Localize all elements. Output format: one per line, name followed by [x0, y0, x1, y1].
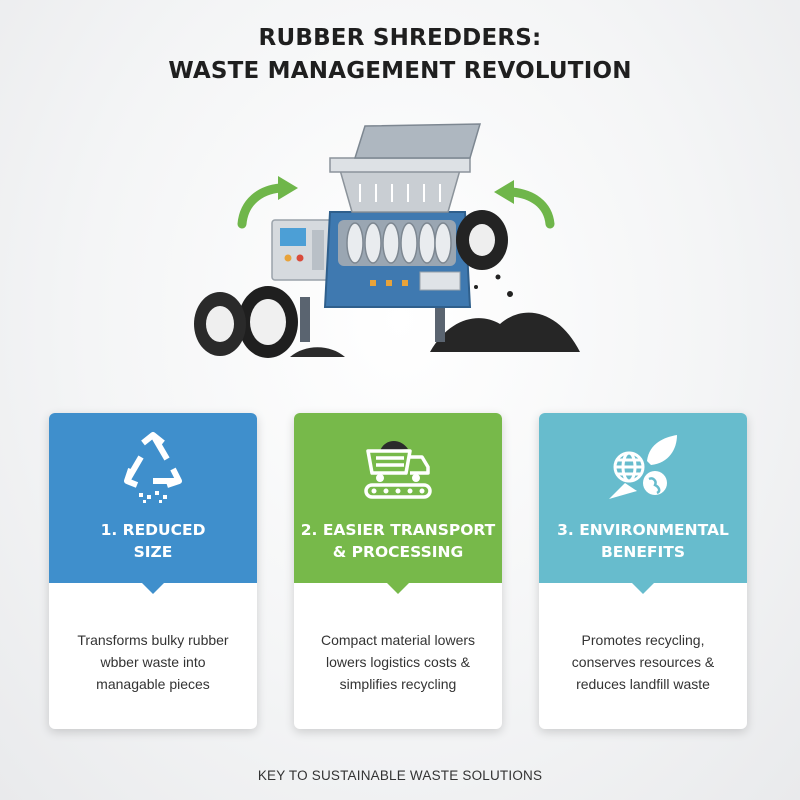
page-title: RUBBER SHREDDERS: WASTE MANAGEMENT REVOL… — [0, 22, 800, 88]
title-line-2: WASTE MANAGEMENT REVOLUTION — [168, 58, 632, 84]
card-header: 2. EASIER TRANSPORT & PROCESSING — [294, 413, 502, 594]
card-description: Compact material lowers lowers logistics… — [304, 629, 492, 695]
card-heading-line: SIZE — [133, 543, 173, 561]
card-heading-line: & PROCESSING — [332, 543, 464, 561]
card-environmental-benefits: 3. ENVIRONMENTAL BENEFITS Promotes recyc… — [539, 413, 747, 729]
card-description-line: reduces landfill waste — [576, 676, 710, 692]
recycle-icon — [124, 432, 182, 503]
card-description-line: wbber waste into — [100, 654, 206, 670]
card-description-line: Transforms bulky rubber — [77, 632, 229, 648]
card-description-line: lowers logistics costs & — [326, 654, 470, 670]
title-line-1: RUBBER SHREDDERS: — [258, 25, 542, 51]
card-reduced-size: 1. REDUCED SIZE Transforms bulky rubber … — [49, 413, 257, 729]
card-notch — [141, 582, 165, 594]
card-notch — [386, 582, 410, 594]
dump-truck-icon — [364, 440, 432, 499]
shredder-machine-icon — [323, 211, 472, 308]
card-description-line: conserves resources & — [571, 654, 715, 670]
card-header: 1. REDUCED SIZE — [49, 413, 257, 594]
control-panel — [271, 219, 333, 281]
card-heading-line: 2. EASIER TRANSPORT — [300, 521, 496, 539]
card-description-line: simplifies recycling — [339, 676, 457, 692]
card-header: 3. ENVIRONMENTAL BENEFITS — [539, 413, 747, 594]
tire-icon — [194, 210, 508, 358]
shredder-illustration — [194, 123, 580, 358]
card-notch — [631, 582, 655, 594]
hopper — [329, 123, 482, 213]
card-heading: 3. ENVIRONMENTAL BENEFITS — [539, 519, 747, 563]
card-easier-transport: 2. EASIER TRANSPORT & PROCESSING Compact… — [294, 413, 502, 729]
card-description-line: Compact material lowers — [320, 632, 476, 648]
card-heading: 1. REDUCED SIZE — [49, 519, 257, 563]
card-heading-line: 3. ENVIRONMENTAL — [557, 521, 729, 539]
card-description-line: managable pieces — [96, 676, 210, 692]
card-heading-line: BENEFITS — [600, 543, 686, 561]
footer-tagline: KEY TO SUSTAINABLE WASTE SOLUTIONS — [257, 768, 543, 783]
card-heading: 2. EASIER TRANSPORT & PROCESSING — [294, 519, 502, 563]
green-arrow-icon — [494, 180, 555, 229]
card-description: Promotes recycling, conserves resources … — [549, 629, 737, 695]
card-description: Transforms bulky rubber wbber waste into… — [59, 629, 247, 695]
green-arrow-icon — [237, 176, 298, 229]
card-description-line: Promotes recycling, — [581, 632, 705, 648]
globe-leaf-icon — [609, 435, 677, 499]
card-heading-line: 1. REDUCED — [100, 521, 206, 539]
